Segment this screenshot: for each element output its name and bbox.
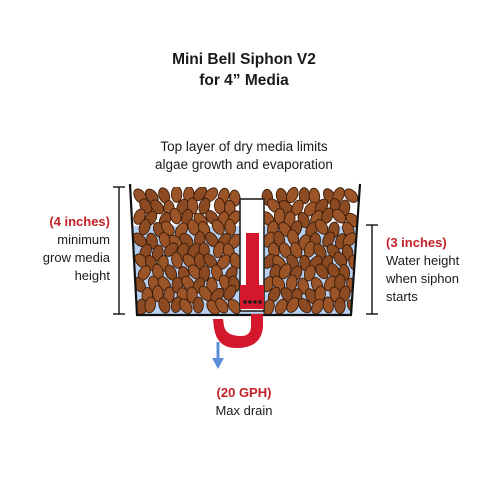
media-pebble <box>171 252 183 269</box>
media-pebble <box>224 218 236 236</box>
top-layer-caption: Top layer of dry media limits algae grow… <box>0 138 488 174</box>
media-height-dimension <box>113 186 125 315</box>
water-height-value: (3 inches) <box>386 235 447 250</box>
media-height-line-3: height <box>74 268 110 283</box>
title-line-1: Mini Bell Siphon V2 <box>172 51 316 68</box>
media-pebble <box>152 285 164 303</box>
media-pebble <box>160 220 175 236</box>
drain-flow-arrow <box>212 342 224 369</box>
media-pebble <box>192 296 204 314</box>
media-pebble <box>343 188 359 203</box>
title-line-2: for 4” Media <box>199 72 289 89</box>
grow-bed-tank <box>128 183 362 317</box>
media-pebble <box>274 298 288 314</box>
media-pebble <box>223 284 237 301</box>
media-pebble <box>297 298 312 314</box>
media-pebble <box>144 296 156 314</box>
media-pebble <box>322 231 335 248</box>
media-pebble <box>303 264 316 282</box>
media-height-note: (4 inches) minimum grow media height <box>22 213 110 285</box>
media-pebble <box>215 297 229 314</box>
media-pebble <box>198 197 211 215</box>
diagram-title: Mini Bell Siphon V2 for 4” Media <box>0 49 488 91</box>
media-height-line-1: minimum <box>57 232 110 247</box>
media-pebble <box>179 298 193 314</box>
water-height-note: (3 inches) Water height when siphon star… <box>386 234 476 306</box>
media-pebble <box>286 187 299 204</box>
drain-rate-value: (20 GPH) <box>216 385 272 400</box>
media-pebble <box>211 219 225 236</box>
media-pebble <box>150 199 165 215</box>
media-height-line-2: grow media <box>42 250 110 265</box>
drain-rate-label: Max drain <box>215 403 273 418</box>
media-pebble <box>311 298 325 314</box>
media-pebble <box>290 242 303 259</box>
media-pebble <box>170 187 183 203</box>
caption-line-2: algae growth and evaporation <box>155 157 333 172</box>
media-pebble <box>322 296 335 314</box>
water-height-line-2: when siphon <box>386 271 459 286</box>
water-height-line-3: starts <box>386 289 418 304</box>
media-pebble <box>334 297 346 314</box>
media-pebble <box>286 297 300 313</box>
media-pebble <box>332 208 347 224</box>
water-height-dimension <box>366 224 378 315</box>
media-height-value: (4 inches) <box>49 214 110 229</box>
media-pebble <box>227 298 242 314</box>
caption-line-1: Top layer of dry media limits <box>160 139 328 154</box>
bell-siphon <box>213 233 264 348</box>
media-pebble <box>315 263 329 280</box>
media-pebble <box>169 207 182 225</box>
media-pebble <box>158 297 171 314</box>
drain-rate-note: (20 GPH) Max drain <box>180 384 308 420</box>
water-height-line-1: Water height <box>386 253 460 268</box>
